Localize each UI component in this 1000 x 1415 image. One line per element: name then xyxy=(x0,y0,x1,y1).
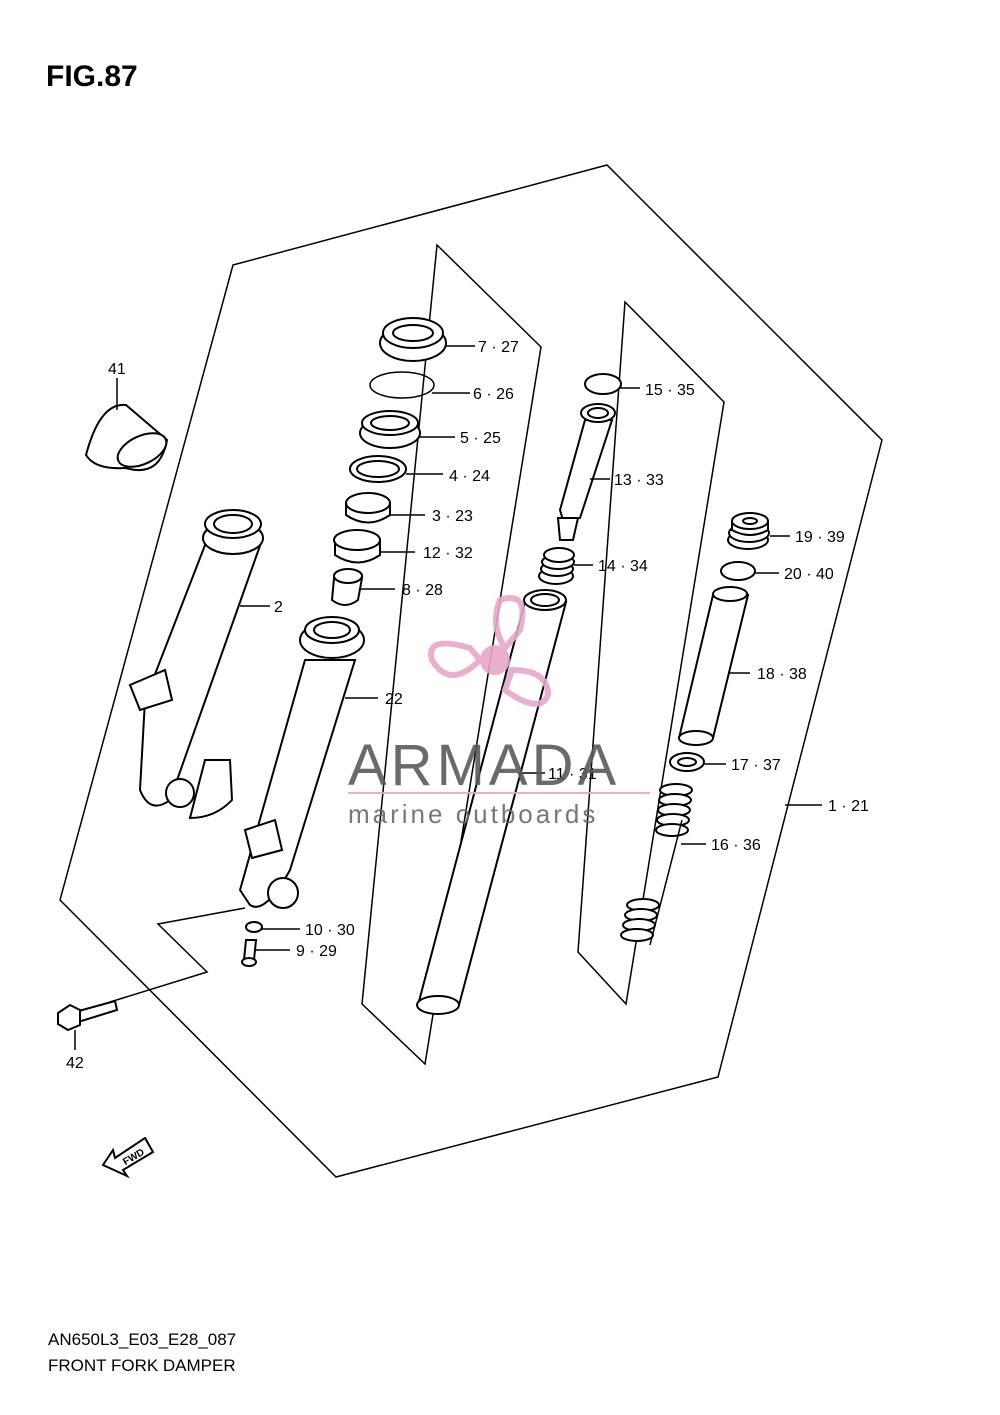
label-19: 19 · 39 xyxy=(795,529,845,546)
footer-code: AN650L3_E03_E28_087 xyxy=(48,1330,237,1349)
spacer-tube-part xyxy=(677,586,750,746)
label-42: 42 xyxy=(66,1055,84,1072)
bolt-guide-line xyxy=(109,907,246,1003)
propeller-logo-icon xyxy=(428,595,552,707)
watermark-brand: ARMADA xyxy=(348,733,620,798)
guide-metal-part xyxy=(345,492,391,524)
spring-washer-part xyxy=(669,752,705,772)
damper-group-frame xyxy=(361,243,542,1066)
oil-lock-piece-part xyxy=(330,568,364,606)
spring-group-frame xyxy=(577,300,725,1006)
spring-coil xyxy=(655,823,689,837)
label-6: 6 · 26 xyxy=(473,386,514,403)
label-3: 3 · 23 xyxy=(432,508,473,525)
label-15: 15 · 35 xyxy=(645,382,695,399)
label-16: 16 · 36 xyxy=(711,837,761,854)
damper-bolt-part xyxy=(241,939,258,967)
axle-bolt-part xyxy=(57,999,119,1032)
label-14: 14 · 34 xyxy=(598,558,648,575)
washer-part xyxy=(349,455,407,483)
fwd-arrow-icon: FWD xyxy=(101,1136,155,1179)
label-1: 1 · 21 xyxy=(828,798,869,815)
label-2: 2 xyxy=(274,599,283,616)
footer-name: FRONT FORK DAMPER xyxy=(48,1356,236,1375)
label-8: 8 · 28 xyxy=(402,582,443,599)
label-41: 41 xyxy=(108,361,126,378)
label-20: 20 · 40 xyxy=(784,566,834,583)
slide-metal-part xyxy=(333,529,381,564)
label-12: 12 · 32 xyxy=(423,545,473,562)
label-22: 22 xyxy=(385,691,403,708)
watermark-tagline: marine outboards xyxy=(348,799,598,829)
label-4: 4 · 24 xyxy=(449,468,490,485)
spring-body-line xyxy=(649,819,683,946)
label-5: 5 · 25 xyxy=(460,430,501,447)
figure-title: FIG.87 xyxy=(46,60,138,93)
damper-cylinder-part xyxy=(556,403,616,541)
gasket-part xyxy=(245,921,263,933)
label-18: 18 · 38 xyxy=(757,666,807,683)
label-10: 10 · 30 xyxy=(305,922,355,939)
label-9: 9 · 29 xyxy=(296,943,337,960)
label-11: 11 · 31 xyxy=(548,766,597,783)
spring-coil xyxy=(620,928,654,942)
o-ring-part xyxy=(720,561,756,581)
oil-seal-cap-part xyxy=(379,317,447,362)
label-17: 17 · 37 xyxy=(731,757,781,774)
rebound-spring-part xyxy=(538,547,575,585)
stopper-ring-part xyxy=(369,371,435,399)
outer-tube-right-part xyxy=(238,616,365,909)
label-13: 13 · 33 xyxy=(614,472,664,489)
cap-bolt-part xyxy=(727,512,770,550)
outer-tube-left-part xyxy=(128,509,264,820)
oil-seal-part xyxy=(359,410,421,449)
dust-cover-part xyxy=(84,403,169,472)
outer-assembly-frame xyxy=(59,164,883,1178)
watermark: ARMADA marine outboards xyxy=(348,595,650,829)
label-7: 7 · 27 xyxy=(478,339,519,356)
piston-ring-part xyxy=(584,373,622,395)
